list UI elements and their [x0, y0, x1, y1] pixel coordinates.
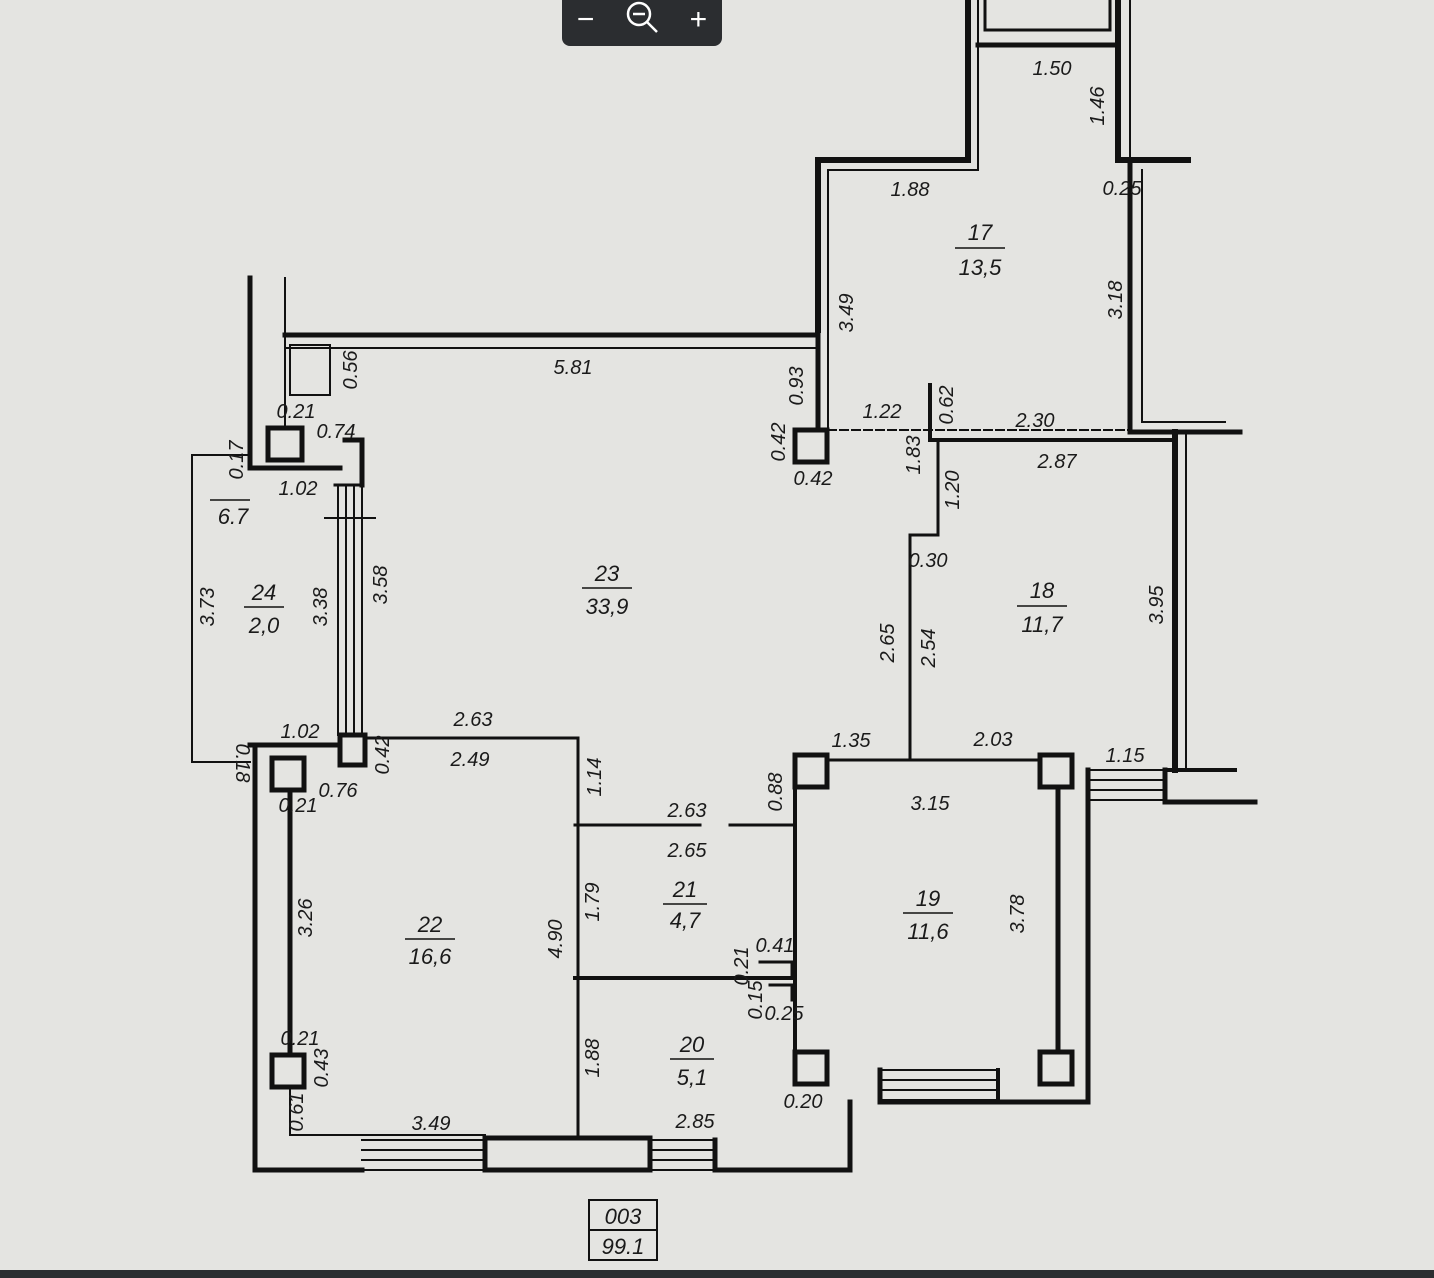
zoom-in-button[interactable]: + [689, 3, 708, 36]
dim: 4.90 [545, 920, 567, 959]
dim: 2.63 [667, 800, 707, 822]
dim: 3.95 [1146, 585, 1168, 625]
dim: 1.14 [584, 758, 606, 797]
dim: 3.49 [412, 1113, 451, 1135]
dim: 1.83 [903, 436, 925, 475]
room-17-number: 17 [968, 220, 993, 245]
apartment-stamp: 003 99.1 [588, 1199, 658, 1261]
dim: 0.76 [319, 780, 359, 802]
dim: 3.26 [295, 898, 317, 938]
dim: 3.73 [197, 588, 219, 627]
dim: 0.21 [279, 795, 318, 817]
columns [265, 425, 1075, 1090]
dim: 2.87 [1037, 451, 1078, 473]
dim: 0.15 [745, 980, 767, 1020]
room-22-area: 16,6 [409, 944, 453, 969]
dim: 0.18 [231, 744, 253, 783]
balcony-area: 6.7 [218, 504, 249, 529]
dim: 5.81 [554, 357, 593, 379]
room-21-area: 4,7 [670, 908, 701, 933]
room-24-area: 2,0 [248, 613, 280, 638]
dimensions: 1.50 1.88 0.25 5.81 1.22 2.30 2.87 0.42 … [197, 58, 1168, 1135]
dim: 1.79 [582, 883, 604, 922]
room-20-number: 20 [679, 1032, 705, 1057]
dim: 3.58 [370, 566, 392, 605]
dim: 3.18 [1105, 281, 1127, 320]
dim: 2.65 [877, 623, 899, 664]
room-23-number: 23 [594, 561, 620, 586]
dim: 0.56 [340, 350, 362, 390]
room-21-number: 21 [672, 877, 697, 902]
dim: 0.42 [768, 423, 790, 462]
room-18-area: 11,7 [1021, 612, 1063, 637]
dim: 0.25 [765, 1003, 805, 1025]
dim: 1.22 [863, 401, 902, 423]
dim: 0.74 [317, 421, 356, 443]
bottom-bar [0, 1270, 1434, 1278]
dim: 3.15 [911, 793, 951, 815]
dim: 0.21 [277, 401, 316, 423]
dim: 0.25 [1103, 178, 1143, 200]
dim: 1.50 [1033, 58, 1072, 80]
dim: 2.03 [973, 729, 1013, 751]
dim: 0.62 [936, 386, 958, 425]
dim: 2.54 [918, 629, 940, 669]
dim: 2.65 [667, 840, 708, 862]
room-23-area: 33,9 [586, 594, 629, 619]
dim: 3.78 [1007, 895, 1029, 934]
dim: 0.21 [731, 947, 753, 986]
apartment-number: 003 [605, 1204, 642, 1229]
dim: 0.17 [226, 440, 248, 480]
dim: 0.42 [794, 468, 833, 490]
dim: 1.88 [891, 179, 930, 201]
dim: 1.15 [1106, 745, 1146, 767]
room-18-number: 18 [1030, 578, 1055, 603]
room-20-area: 5,1 [677, 1065, 708, 1090]
room-24-number: 24 [251, 580, 276, 605]
dim: 2.63 [453, 709, 493, 731]
dim: 0.61 [286, 1093, 308, 1132]
dim: 0.20 [784, 1091, 823, 1113]
magnifier-minus-icon[interactable] [624, 0, 660, 41]
dim: 0.30 [909, 550, 948, 572]
dim: 0.42 [372, 736, 394, 775]
dim: 1.46 [1087, 86, 1109, 126]
dim: 0.43 [311, 1049, 333, 1088]
dim: 1.35 [832, 730, 872, 752]
dim: 1.02 [281, 721, 320, 743]
zoom-toolbar: − + [562, 0, 722, 46]
dim: 0.93 [786, 367, 808, 406]
apartment-total-area: 99.1 [602, 1234, 645, 1259]
dim: 3.49 [836, 294, 858, 333]
dim: 0.88 [765, 773, 787, 812]
dim: 2.30 [1015, 410, 1055, 432]
dim: 0.21 [281, 1028, 320, 1050]
walls [191, 0, 1258, 1173]
room-17-area: 13,5 [959, 255, 1003, 280]
room-19-area: 11,6 [907, 919, 949, 944]
dim: 1.88 [582, 1039, 604, 1078]
zoom-out-button[interactable]: − [576, 3, 595, 36]
dim: 3.38 [310, 588, 332, 627]
dim: 1.20 [942, 471, 964, 510]
room-labels: 17 13,5 18 11,7 19 11,6 20 5,1 21 4,7 22… [210, 220, 1067, 1090]
room-22-number: 22 [417, 912, 442, 937]
room-19-number: 19 [916, 886, 940, 911]
dim: 1.02 [279, 478, 318, 500]
dim: 2.49 [450, 749, 490, 771]
dim: 2.85 [675, 1111, 716, 1133]
dim: 0.41 [756, 935, 795, 957]
